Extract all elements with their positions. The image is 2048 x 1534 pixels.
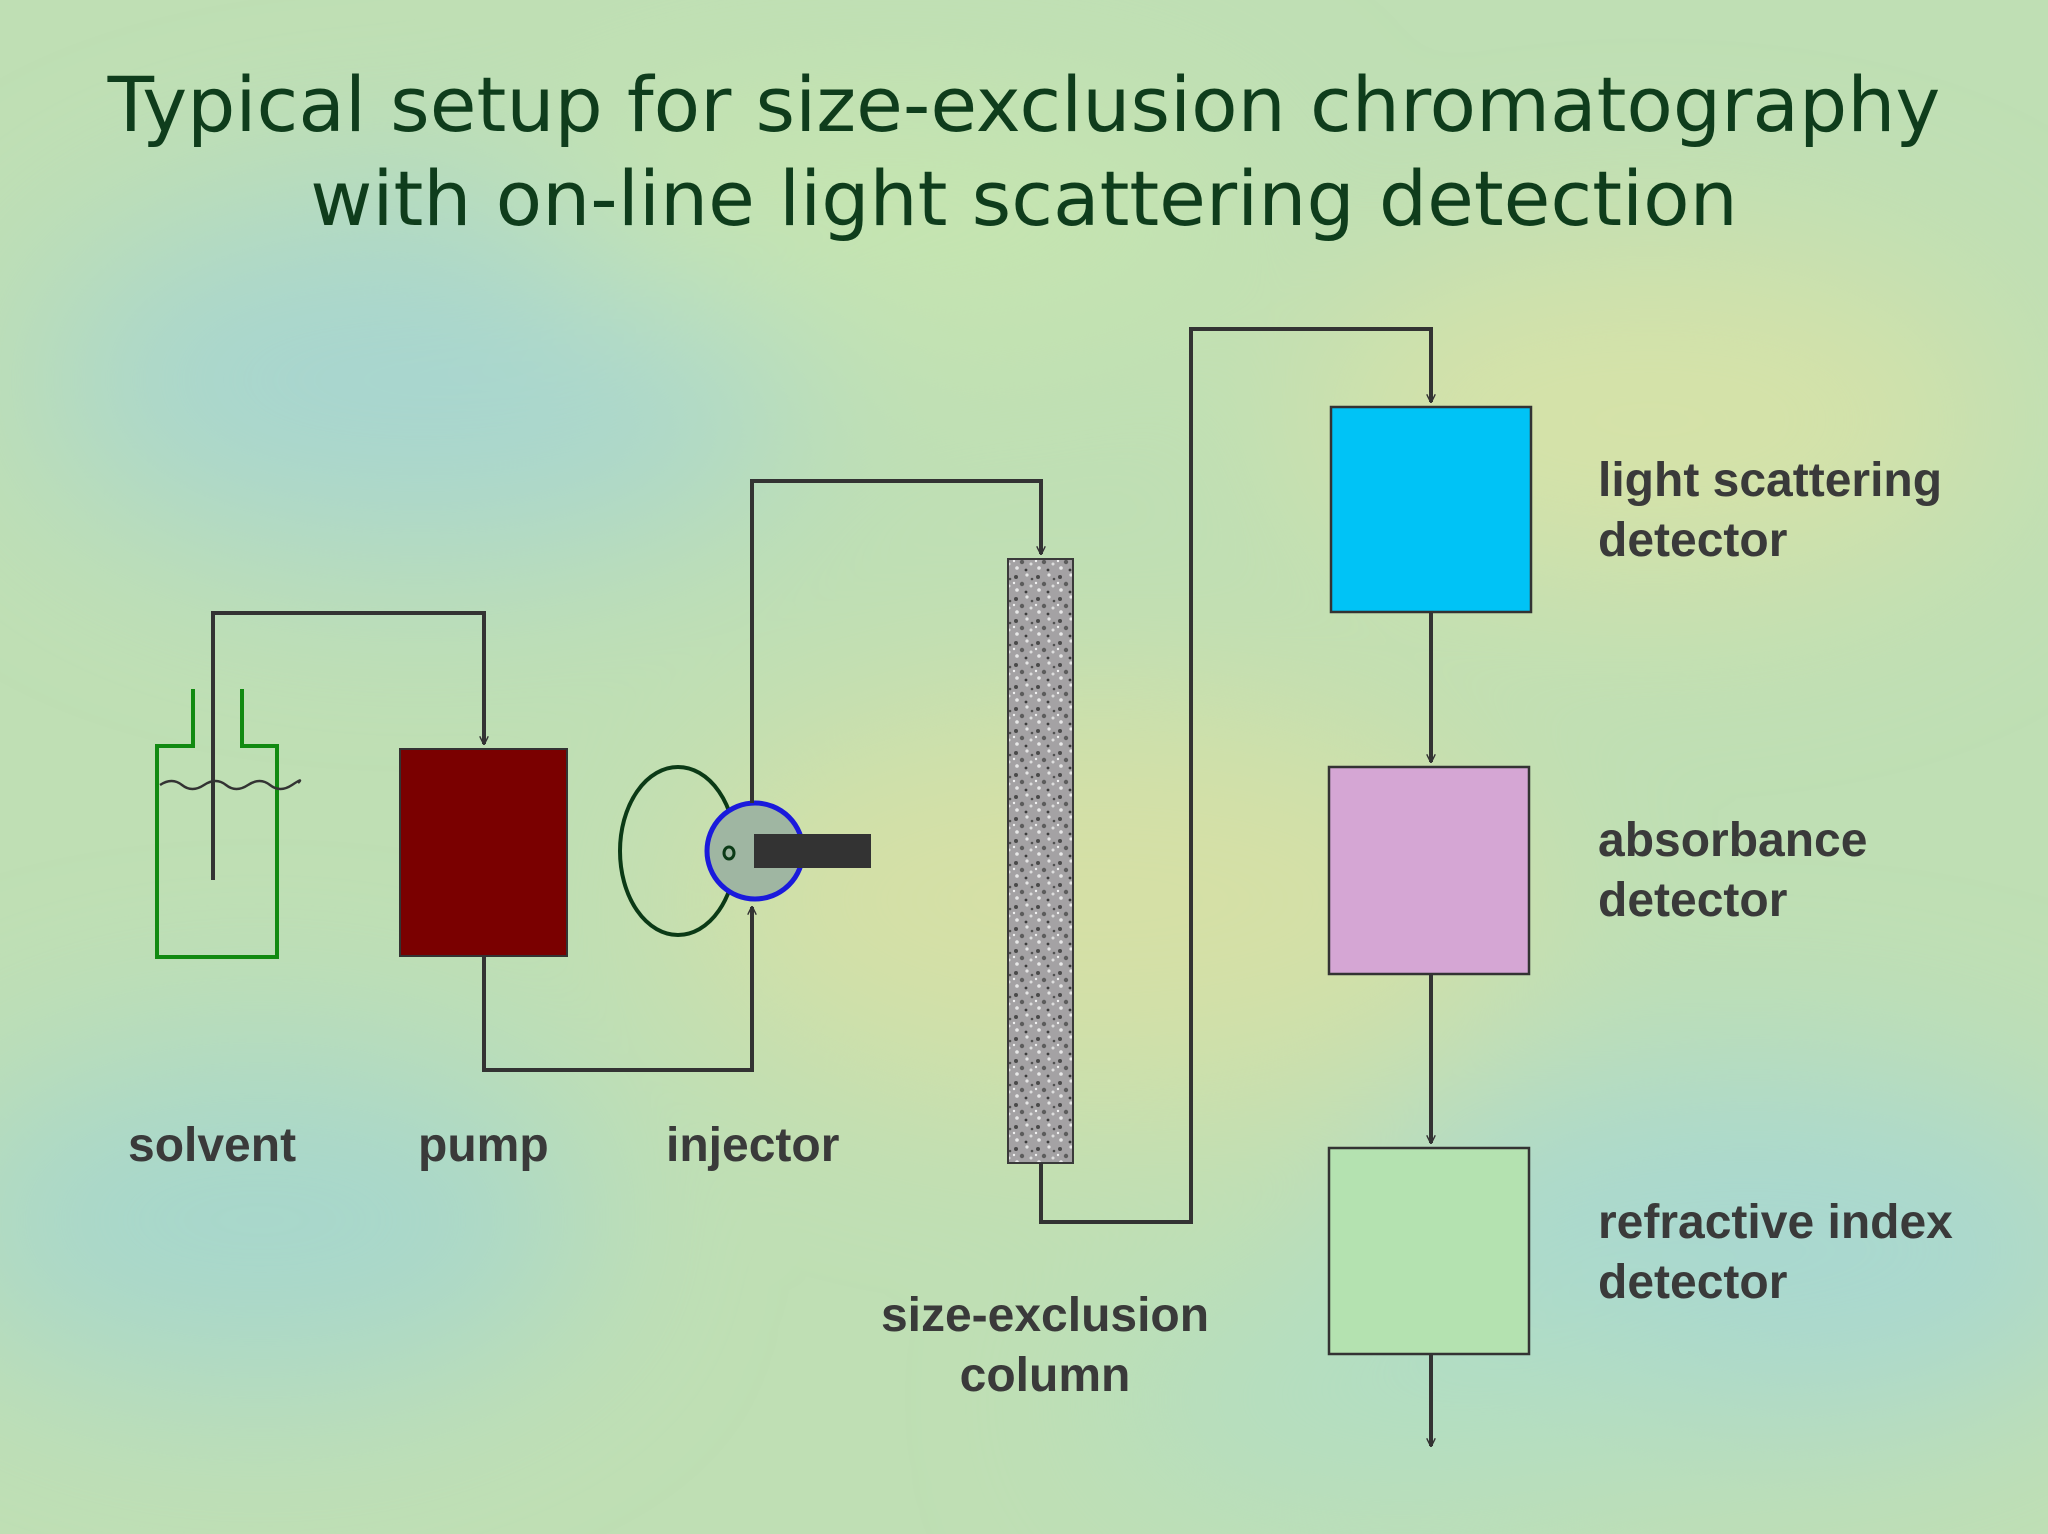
refractive-index-label-line-1: refractive index (1598, 1196, 1953, 1249)
refractive-index-label: refractive index detector (1598, 1193, 1953, 1313)
absorbance-label-line-2: detector (1598, 874, 1788, 927)
light-scattering-label: light scattering detector (1598, 451, 1942, 571)
pump-label: pump (418, 1119, 549, 1172)
solvent-reservoir (155, 689, 302, 959)
light-scattering-label-line-1: light scattering (1598, 454, 1943, 507)
column-label-line-1: size-exclusion (880, 1289, 1210, 1342)
diagram-title: Typical setup for size-exclusion chromat… (0, 58, 2048, 246)
size-exclusion-column (1007, 558, 1074, 1164)
injector-label: injector (666, 1119, 840, 1172)
refractive-index-label-line-2: detector (1598, 1256, 1788, 1309)
flow-injector-to-column (750, 479, 1041, 803)
injector-valve (618, 765, 871, 937)
pump-block (399, 748, 568, 957)
flow-solvent-to-pump (211, 611, 484, 880)
flow-pump-to-injector (482, 907, 752, 1072)
refractive-index-detector (1327, 1146, 1531, 1356)
light-scattering-detector (1329, 405, 1533, 614)
absorbance-label-line-1: absorbance (1598, 814, 1868, 867)
column-label: size-exclusion column (845, 1286, 1245, 1406)
flow-column-to-light-scattering (1039, 327, 1431, 1224)
title-line-2: with on-line light scattering detection (310, 154, 1738, 243)
flow-lines (211, 327, 1431, 1446)
solvent-label: solvent (128, 1119, 297, 1172)
light-scattering-label-line-2: detector (1598, 514, 1788, 567)
absorbance-detector (1327, 765, 1531, 976)
absorbance-label: absorbance detector (1598, 811, 1867, 931)
column-label-line-2: column (959, 1349, 1131, 1402)
title-line-1: Typical setup for size-exclusion chromat… (107, 60, 1941, 149)
